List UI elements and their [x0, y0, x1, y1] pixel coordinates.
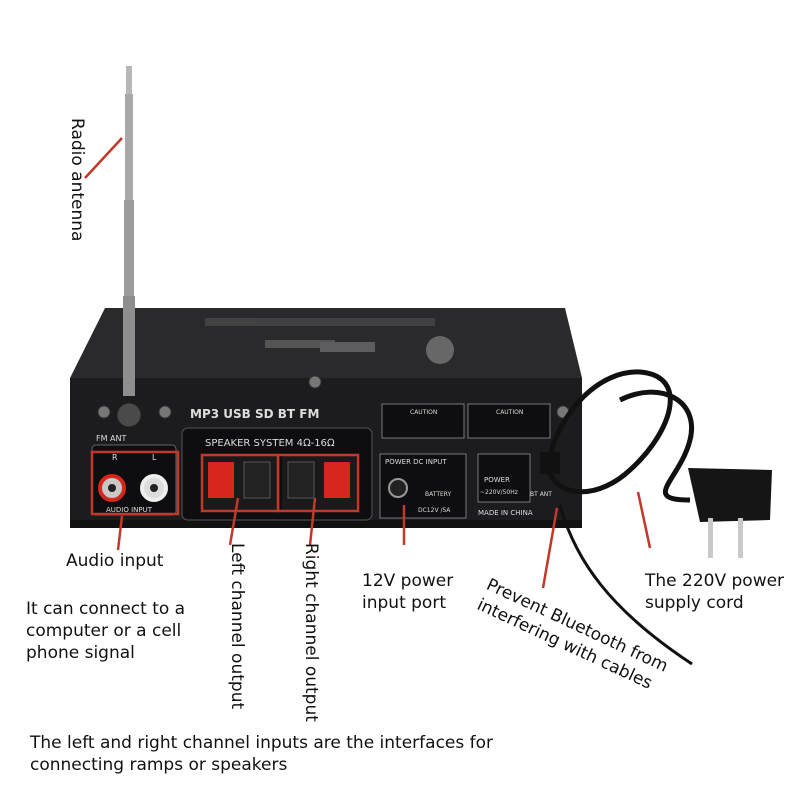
svg-text:FM ANT: FM ANT — [96, 434, 127, 443]
power-cord — [545, 369, 673, 495]
label-audio-input-desc: It can connect to a computer or a cell p… — [26, 599, 186, 663]
label-radio-antenna: Radio antenna — [67, 118, 87, 242]
speaker-terminal-right-red — [324, 462, 350, 498]
label-footer: The left and right channel inputs are th… — [30, 733, 494, 775]
speaker-terminal-left-black — [243, 461, 271, 499]
svg-text:DC12V /5A: DC12V /5A — [418, 507, 451, 514]
svg-text:R: R — [112, 453, 118, 462]
label-power-port: 12V power input port — [362, 571, 454, 613]
antenna-base — [116, 402, 142, 428]
screw-icon — [97, 405, 111, 419]
svg-text:BT ANT: BT ANT — [530, 491, 552, 498]
plug-prong — [708, 518, 713, 558]
power-plug — [688, 468, 772, 522]
speaker-system-text: SPEAKER SYSTEM 4Ω-16Ω — [205, 438, 335, 449]
dc-jack — [388, 478, 408, 498]
annotation-lines — [84, 137, 652, 589]
screw-icon — [158, 405, 172, 419]
screw-icon — [308, 375, 322, 389]
speaker-terminal-left-red — [208, 462, 234, 498]
label-audio-input: Audio input — [66, 551, 164, 571]
svg-text:L: L — [152, 453, 157, 462]
ac-power-label — [477, 453, 531, 503]
svg-text:POWER: POWER — [484, 476, 510, 484]
svg-text:CAUTION: CAUTION — [410, 409, 437, 416]
svg-text:CAUTION: CAUTION — [496, 409, 523, 416]
antenna-rod — [123, 296, 135, 396]
caution-label-1 — [381, 403, 465, 439]
format-icons: MP3 USB SD BT FM — [190, 407, 319, 421]
label-right-channel: Right channel output — [301, 543, 321, 722]
caution-label-2 — [467, 403, 551, 439]
plug-prong — [738, 518, 743, 558]
label-left-channel: Left channel output — [227, 543, 247, 710]
svg-text:BATTERY: BATTERY — [425, 491, 452, 498]
bluetooth-antenna-wire — [558, 504, 693, 666]
svg-text:AUDIO INPUT: AUDIO INPUT — [106, 506, 153, 514]
speaker-terminal-right-black — [287, 461, 315, 499]
svg-text:MADE IN CHINA: MADE IN CHINA — [478, 509, 533, 517]
antenna-tip — [126, 66, 132, 96]
label-power-cord: The 220V power supply cord — [645, 571, 785, 613]
svg-text:POWER DC INPUT: POWER DC INPUT — [385, 458, 447, 466]
svg-text:~220V/50Hz: ~220V/50Hz — [480, 489, 518, 496]
